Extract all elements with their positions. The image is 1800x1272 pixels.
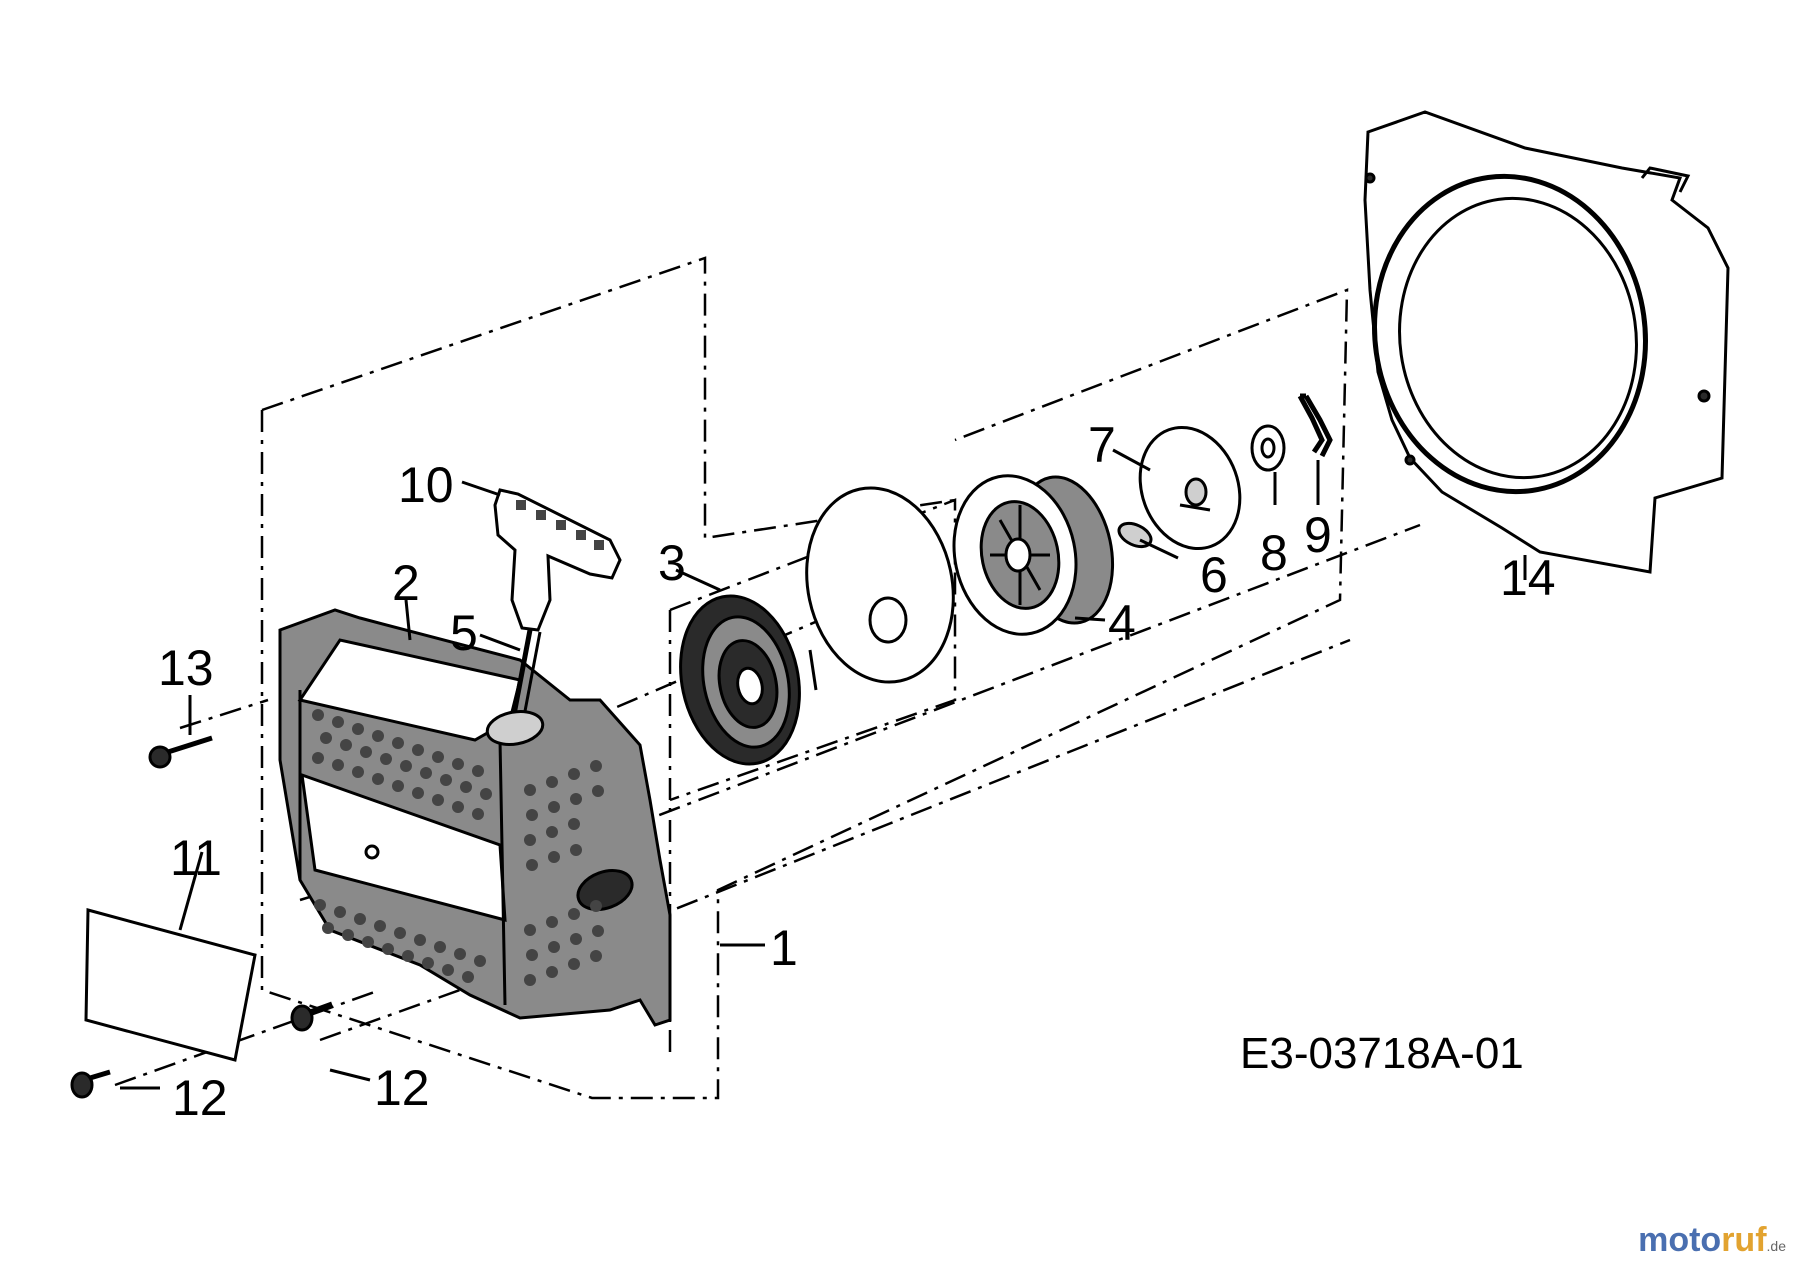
pawl: [1117, 521, 1153, 549]
callout-12-right: 12: [374, 1060, 430, 1116]
callout-8: 8: [1260, 525, 1288, 581]
retaining-clip: [1297, 393, 1333, 458]
callout-11: 11: [170, 830, 222, 886]
callout-12-left: 12: [172, 1070, 228, 1126]
drawing-code: E3-03718A-01: [1240, 1029, 1524, 1078]
pulley-cover-plate: [805, 486, 955, 691]
callout-10: 10: [398, 457, 454, 513]
screw-12-right: [290, 1001, 333, 1032]
callout-14: 14: [1500, 550, 1556, 606]
screw-13: [148, 735, 213, 769]
callout-13: 13: [158, 640, 214, 696]
callout-1: 1: [770, 920, 798, 976]
callout-3: 3: [658, 535, 686, 591]
callout-6: 6: [1200, 547, 1228, 603]
callout-4: 4: [1108, 595, 1136, 651]
pawl-plate: [1138, 425, 1242, 551]
screw-12-left: [70, 1069, 111, 1099]
label-plate: [84, 908, 257, 1062]
starter-cover: [278, 608, 672, 1027]
recoil-spring-cassette: [679, 594, 801, 766]
callout-9: 9: [1304, 507, 1332, 563]
leader-lines: [120, 448, 1527, 1090]
callout-2: 2: [392, 555, 420, 611]
washer: [1250, 424, 1286, 472]
watermark-main: moto: [1638, 1221, 1722, 1259]
starter-handle: [493, 488, 622, 632]
callout-5: 5: [450, 605, 478, 661]
watermark-suffix: .de: [1766, 1238, 1786, 1254]
fan-housing: [1363, 110, 1730, 574]
rope-pulley: [952, 474, 1115, 636]
starter-rope: [485, 629, 545, 746]
watermark-accent: ruf: [1721, 1221, 1767, 1259]
callout-7: 7: [1088, 417, 1116, 473]
grille-pattern: [312, 709, 604, 986]
watermark-logo: motoruf.de: [1638, 1221, 1786, 1260]
